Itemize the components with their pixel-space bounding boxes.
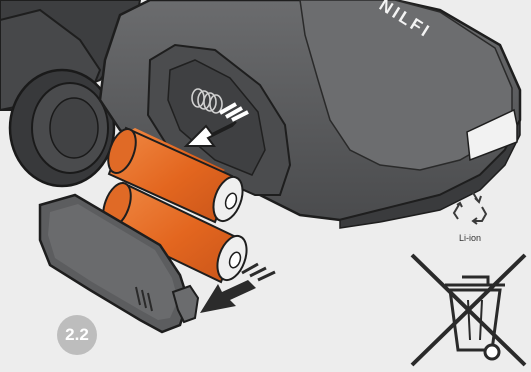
li-ion-label: Li-ion bbox=[448, 233, 492, 243]
wheel bbox=[10, 70, 114, 186]
step-number-badge: 2.2 bbox=[57, 315, 97, 355]
crossed-out-bin-icon bbox=[412, 255, 525, 365]
